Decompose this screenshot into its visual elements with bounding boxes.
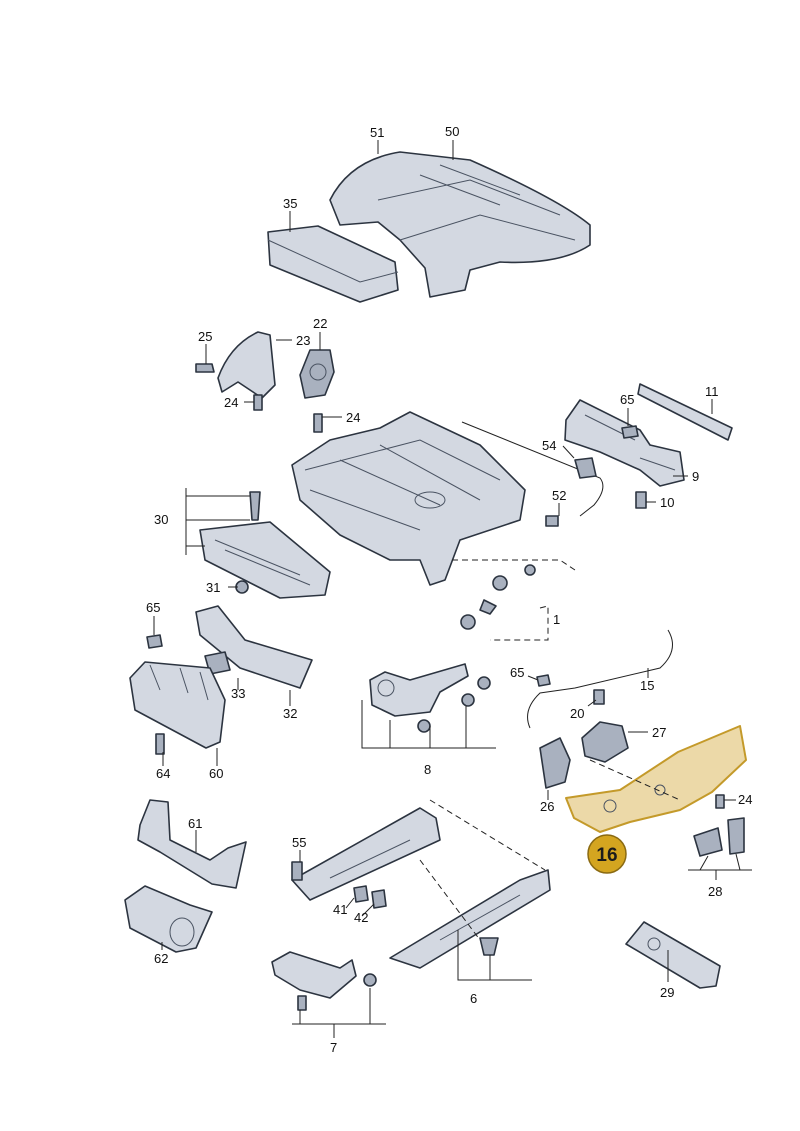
plug-part-6 <box>479 937 499 956</box>
label-7: 7 <box>330 1040 337 1055</box>
clip-part-41 <box>353 885 369 903</box>
seat-frame-part <box>291 411 526 586</box>
label-54: 54 <box>542 438 556 453</box>
badge-label-16: 16 <box>596 845 617 866</box>
leader-lines <box>153 140 752 1038</box>
bolt-part-30 <box>249 491 261 521</box>
clip-part-65a <box>621 425 639 439</box>
seat-rail-assembly-part-6 <box>291 807 551 969</box>
label-33: 33 <box>231 686 245 701</box>
screw-part-24a <box>253 394 263 411</box>
label-20: 20 <box>570 706 584 721</box>
side-trim-panel-part-16 <box>565 725 747 833</box>
bracket-part-61 <box>137 799 247 889</box>
label-22: 22 <box>313 316 327 331</box>
label-24c: 24 <box>738 792 752 807</box>
label-25: 25 <box>198 329 212 344</box>
label-28: 28 <box>708 884 722 899</box>
label-65c: 65 <box>510 665 524 680</box>
wire-rod-part <box>461 421 604 517</box>
switch-part-27 <box>581 721 629 763</box>
bracket-part-23 <box>217 331 276 399</box>
label-32: 32 <box>283 706 297 721</box>
label-23: 23 <box>296 333 310 348</box>
highlight-badge-16: 16 <box>587 834 627 874</box>
screw-part-52 <box>545 515 559 527</box>
cable-part-15 <box>527 629 673 729</box>
label-15: 15 <box>640 678 654 693</box>
bracket-assembly-part-9 <box>564 399 685 487</box>
trim-panel-part-32 <box>195 605 313 689</box>
screw-part-24b <box>313 413 323 433</box>
label-11: 11 <box>705 384 719 399</box>
motor-part-62 <box>124 885 213 953</box>
screw-part-10 <box>635 491 647 509</box>
label-51: 51 <box>370 125 384 140</box>
switch-part-26 <box>539 737 571 789</box>
label-64: 64 <box>156 766 170 781</box>
housing-part-60 <box>129 661 226 749</box>
label-42: 42 <box>354 910 368 925</box>
label-35: 35 <box>283 196 297 211</box>
bushing-group-part-1 <box>460 564 536 630</box>
grease-tube-part-29 <box>625 921 721 989</box>
motor-assembly-part-7 <box>271 951 377 1011</box>
seat-cushion-part <box>329 151 591 298</box>
label-8: 8 <box>424 762 431 777</box>
screw-part-24c <box>715 794 725 809</box>
label-55: 55 <box>292 835 306 850</box>
clip-part-65c <box>536 674 551 687</box>
screw-part-64 <box>155 733 165 755</box>
label-65b: 65 <box>146 600 160 615</box>
label-50: 50 <box>445 124 459 139</box>
label-24a: 24 <box>224 395 238 410</box>
label-10: 10 <box>660 495 674 510</box>
label-24b: 24 <box>346 410 360 425</box>
cap-part-28 <box>693 817 745 857</box>
bracket-part-22 <box>299 349 335 399</box>
label-41: 41 <box>333 902 347 917</box>
clip-part-42 <box>371 889 387 909</box>
label-27: 27 <box>652 725 666 740</box>
screw-part-55 <box>291 861 303 881</box>
motor-assembly-part-8 <box>369 663 469 717</box>
clip-part-54 <box>574 457 597 479</box>
label-60: 60 <box>209 766 223 781</box>
label-6: 6 <box>470 991 477 1006</box>
label-1: 1 <box>553 612 560 627</box>
front-cushion-pad-part <box>267 225 399 303</box>
screw-part-20 <box>593 689 605 705</box>
clip-part-65b <box>146 634 163 649</box>
fastener-part-8 <box>417 676 491 733</box>
label-29: 29 <box>660 985 674 1000</box>
label-26: 26 <box>540 799 554 814</box>
label-31: 31 <box>206 580 220 595</box>
label-52: 52 <box>552 488 566 503</box>
label-65a: 65 <box>620 392 634 407</box>
screw-part-25 <box>195 363 215 373</box>
part-labels: 51 50 35 25 23 22 24 24 11 65 54 9 10 52… <box>146 124 752 1055</box>
label-9: 9 <box>692 469 699 484</box>
label-30: 30 <box>154 512 168 527</box>
tray-part-30 <box>199 521 331 599</box>
rail-part-11 <box>637 383 733 441</box>
label-61: 61 <box>188 816 202 831</box>
label-62: 62 <box>154 951 168 966</box>
